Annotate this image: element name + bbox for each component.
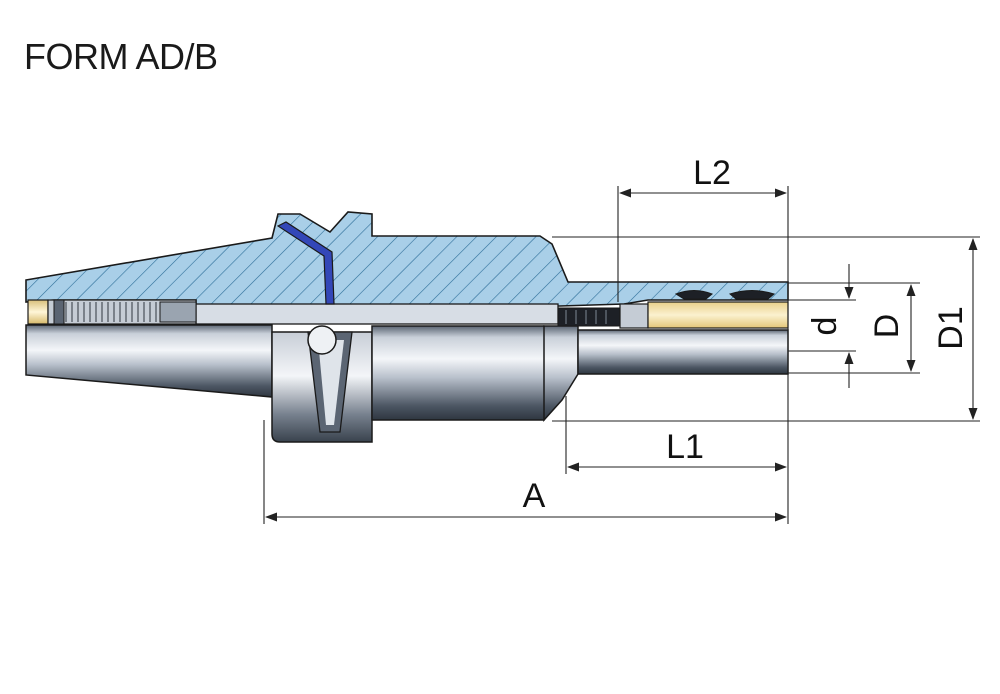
- label-l1: L1: [666, 428, 704, 466]
- tool-shank-lower: [577, 329, 789, 375]
- section-body: [25, 211, 789, 307]
- page-title: FORM AD/B: [24, 36, 218, 77]
- clamp-slot-1: [674, 290, 713, 300]
- taper-shank-lower: [25, 324, 273, 398]
- pull-stud-bore: [27, 299, 49, 325]
- section-half: [25, 211, 789, 329]
- label-a: A: [523, 477, 546, 515]
- clamping-ring: [557, 307, 621, 327]
- drive-slot-circle: [307, 325, 337, 355]
- body-lower: [371, 325, 557, 421]
- exterior-half: [25, 324, 789, 443]
- thread-lines: [65, 302, 157, 322]
- tool-shank-tan: [647, 301, 789, 329]
- neck-lower: [543, 325, 579, 422]
- coolant-channel: [276, 221, 335, 305]
- clamp-slot-2: [728, 290, 776, 300]
- center-bore: [195, 303, 559, 325]
- dimension-lines: [263, 186, 980, 524]
- label-l2: L2: [693, 154, 731, 192]
- collar-step: [619, 303, 649, 329]
- thread-cap: [53, 299, 65, 325]
- clamping-ring-texture: [565, 310, 607, 324]
- label-d: d: [806, 317, 844, 336]
- stop-screw: [159, 301, 197, 323]
- flange-groove-highlight: [318, 340, 344, 425]
- label-D1: D1: [932, 306, 970, 349]
- label-D: D: [868, 314, 906, 339]
